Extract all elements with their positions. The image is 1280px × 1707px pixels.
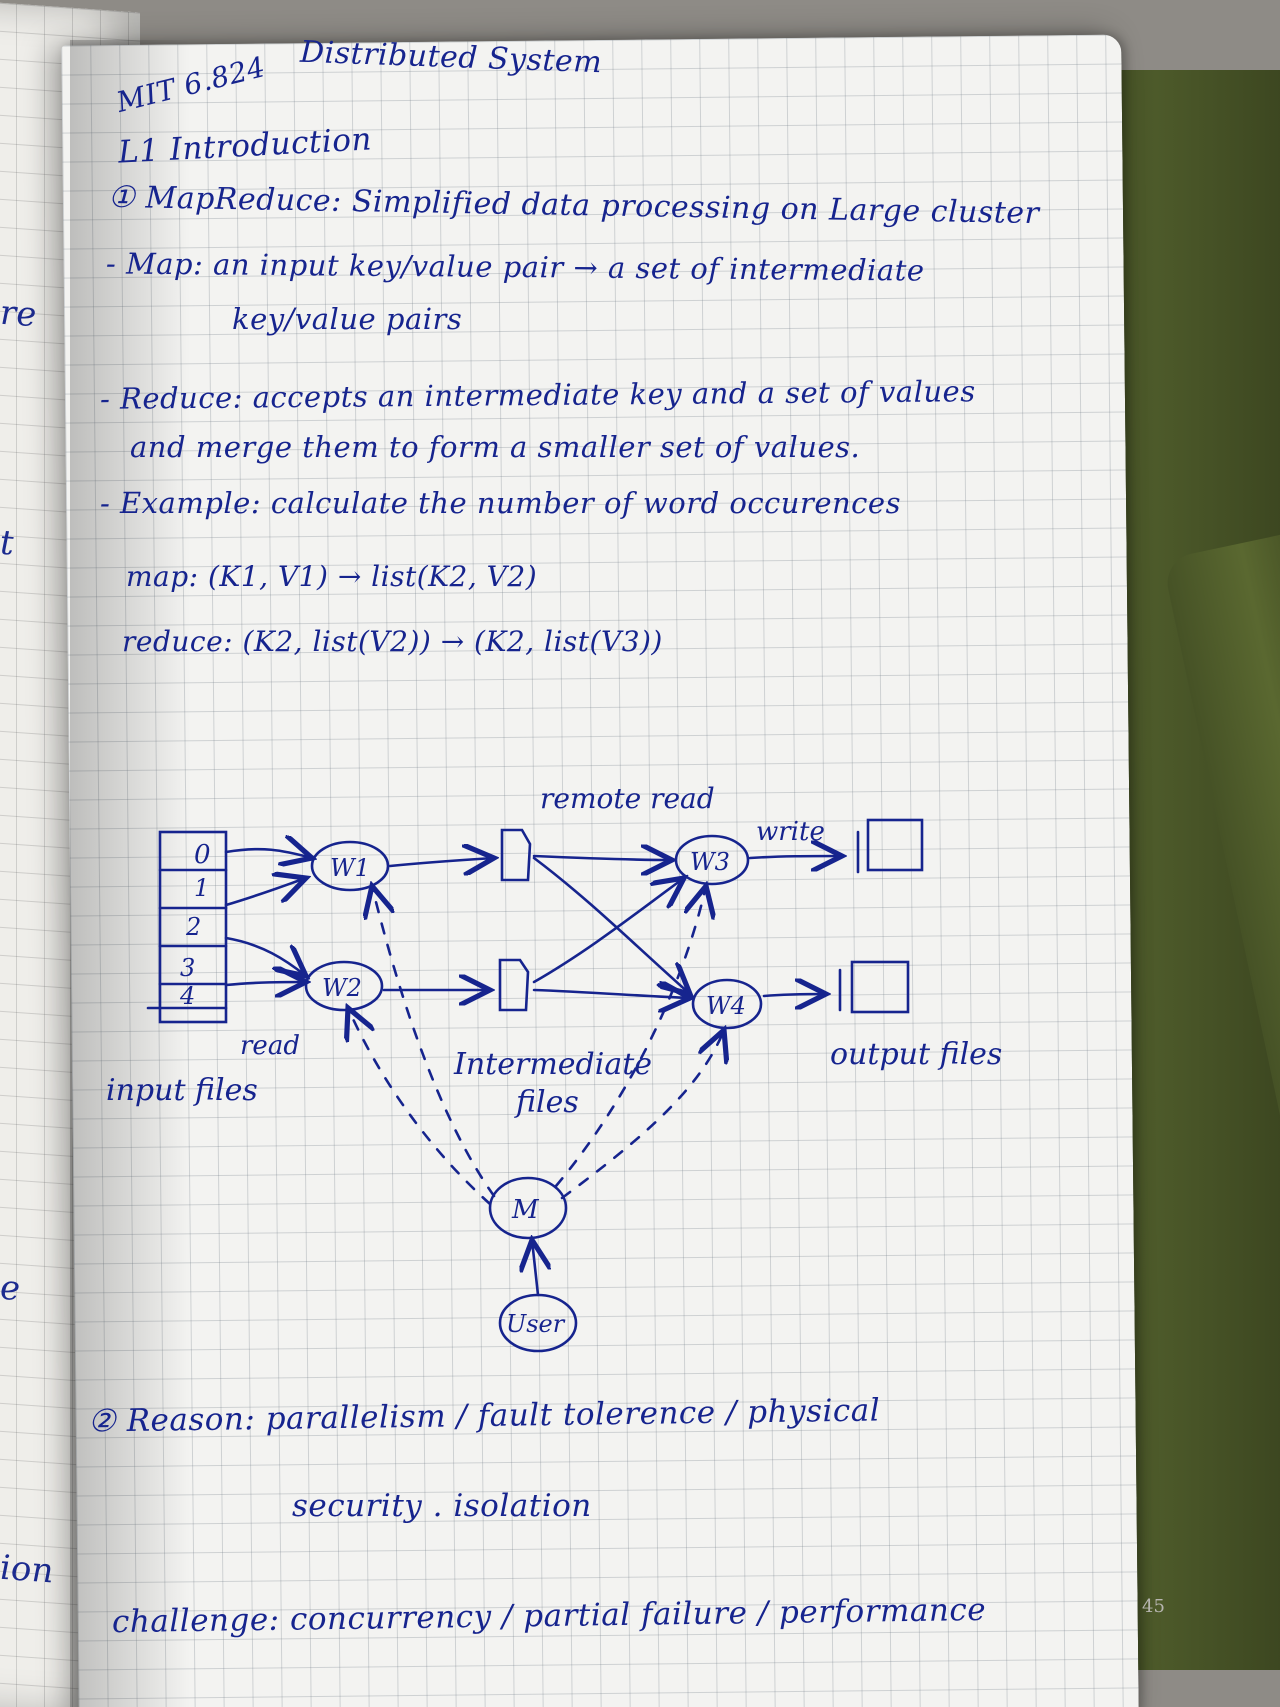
read-label: read xyxy=(240,1031,300,1061)
reduce-signature: reduce: (K2, list(V2)) → (K2, list(V3)) xyxy=(122,625,663,658)
remote-read-arrow xyxy=(532,856,690,994)
worker-w1 xyxy=(310,840,390,892)
master-control-arrow xyxy=(554,886,706,1188)
output-files-label: output files xyxy=(830,1037,1002,1072)
intermediate-file-2 xyxy=(498,958,530,1012)
page-number: 45 xyxy=(1142,1596,1165,1617)
input-files-label: input files xyxy=(106,1073,258,1108)
read-arrow xyxy=(224,936,306,976)
write-arrow xyxy=(748,856,842,858)
master-control-arrow xyxy=(372,886,496,1198)
read-arrow xyxy=(224,982,306,985)
worker-w3-label: W3 xyxy=(690,848,730,876)
user-to-master-arrow xyxy=(532,1240,538,1297)
intermediate-files-label-line2: files xyxy=(514,1085,579,1120)
output-file-1 xyxy=(866,818,924,872)
map-write-arrow xyxy=(388,858,494,866)
remote-read-arrow xyxy=(532,878,684,984)
input-slot-label: 1 xyxy=(194,874,209,902)
remote-read-label: remote read xyxy=(540,782,715,815)
write-arrow xyxy=(762,994,826,996)
map-definition-continuation: key/value pairs xyxy=(232,302,463,336)
worker-w1-label: W1 xyxy=(330,854,370,882)
remote-read-arrow xyxy=(532,990,690,998)
map-signature: map: (K1, V1) → list(K2, V2) xyxy=(126,560,538,593)
remote-read-arrow xyxy=(532,856,672,860)
output-file-2 xyxy=(850,960,910,1014)
user-label: User xyxy=(506,1310,566,1338)
intermediate-files-label-line1: Intermediate xyxy=(453,1047,652,1082)
input-slot-label: 2 xyxy=(185,913,201,941)
write-label: write xyxy=(756,817,825,847)
input-slot-label: 3 xyxy=(180,954,195,982)
reason-continuation: security . isolation xyxy=(292,1488,592,1524)
worker-w2-label: W2 xyxy=(322,974,362,1002)
reduce-definition-continuation: and merge them to form a smaller set of … xyxy=(130,430,861,464)
intermediate-file-1 xyxy=(500,828,532,882)
input-slot-label: 0 xyxy=(194,840,211,870)
example-line: - Example: calculate the number of word … xyxy=(100,486,901,520)
master-control-arrow xyxy=(348,1008,492,1206)
read-arrow xyxy=(224,849,312,858)
section-two-marker: ② xyxy=(87,1403,117,1440)
input-slot-label: 4 xyxy=(179,982,195,1010)
master-control-arrow xyxy=(560,1030,724,1200)
worker-w4-label: W4 xyxy=(706,992,746,1020)
master-label: M xyxy=(511,1195,540,1225)
read-arrow xyxy=(224,878,306,907)
input-files-stack xyxy=(158,830,228,1024)
